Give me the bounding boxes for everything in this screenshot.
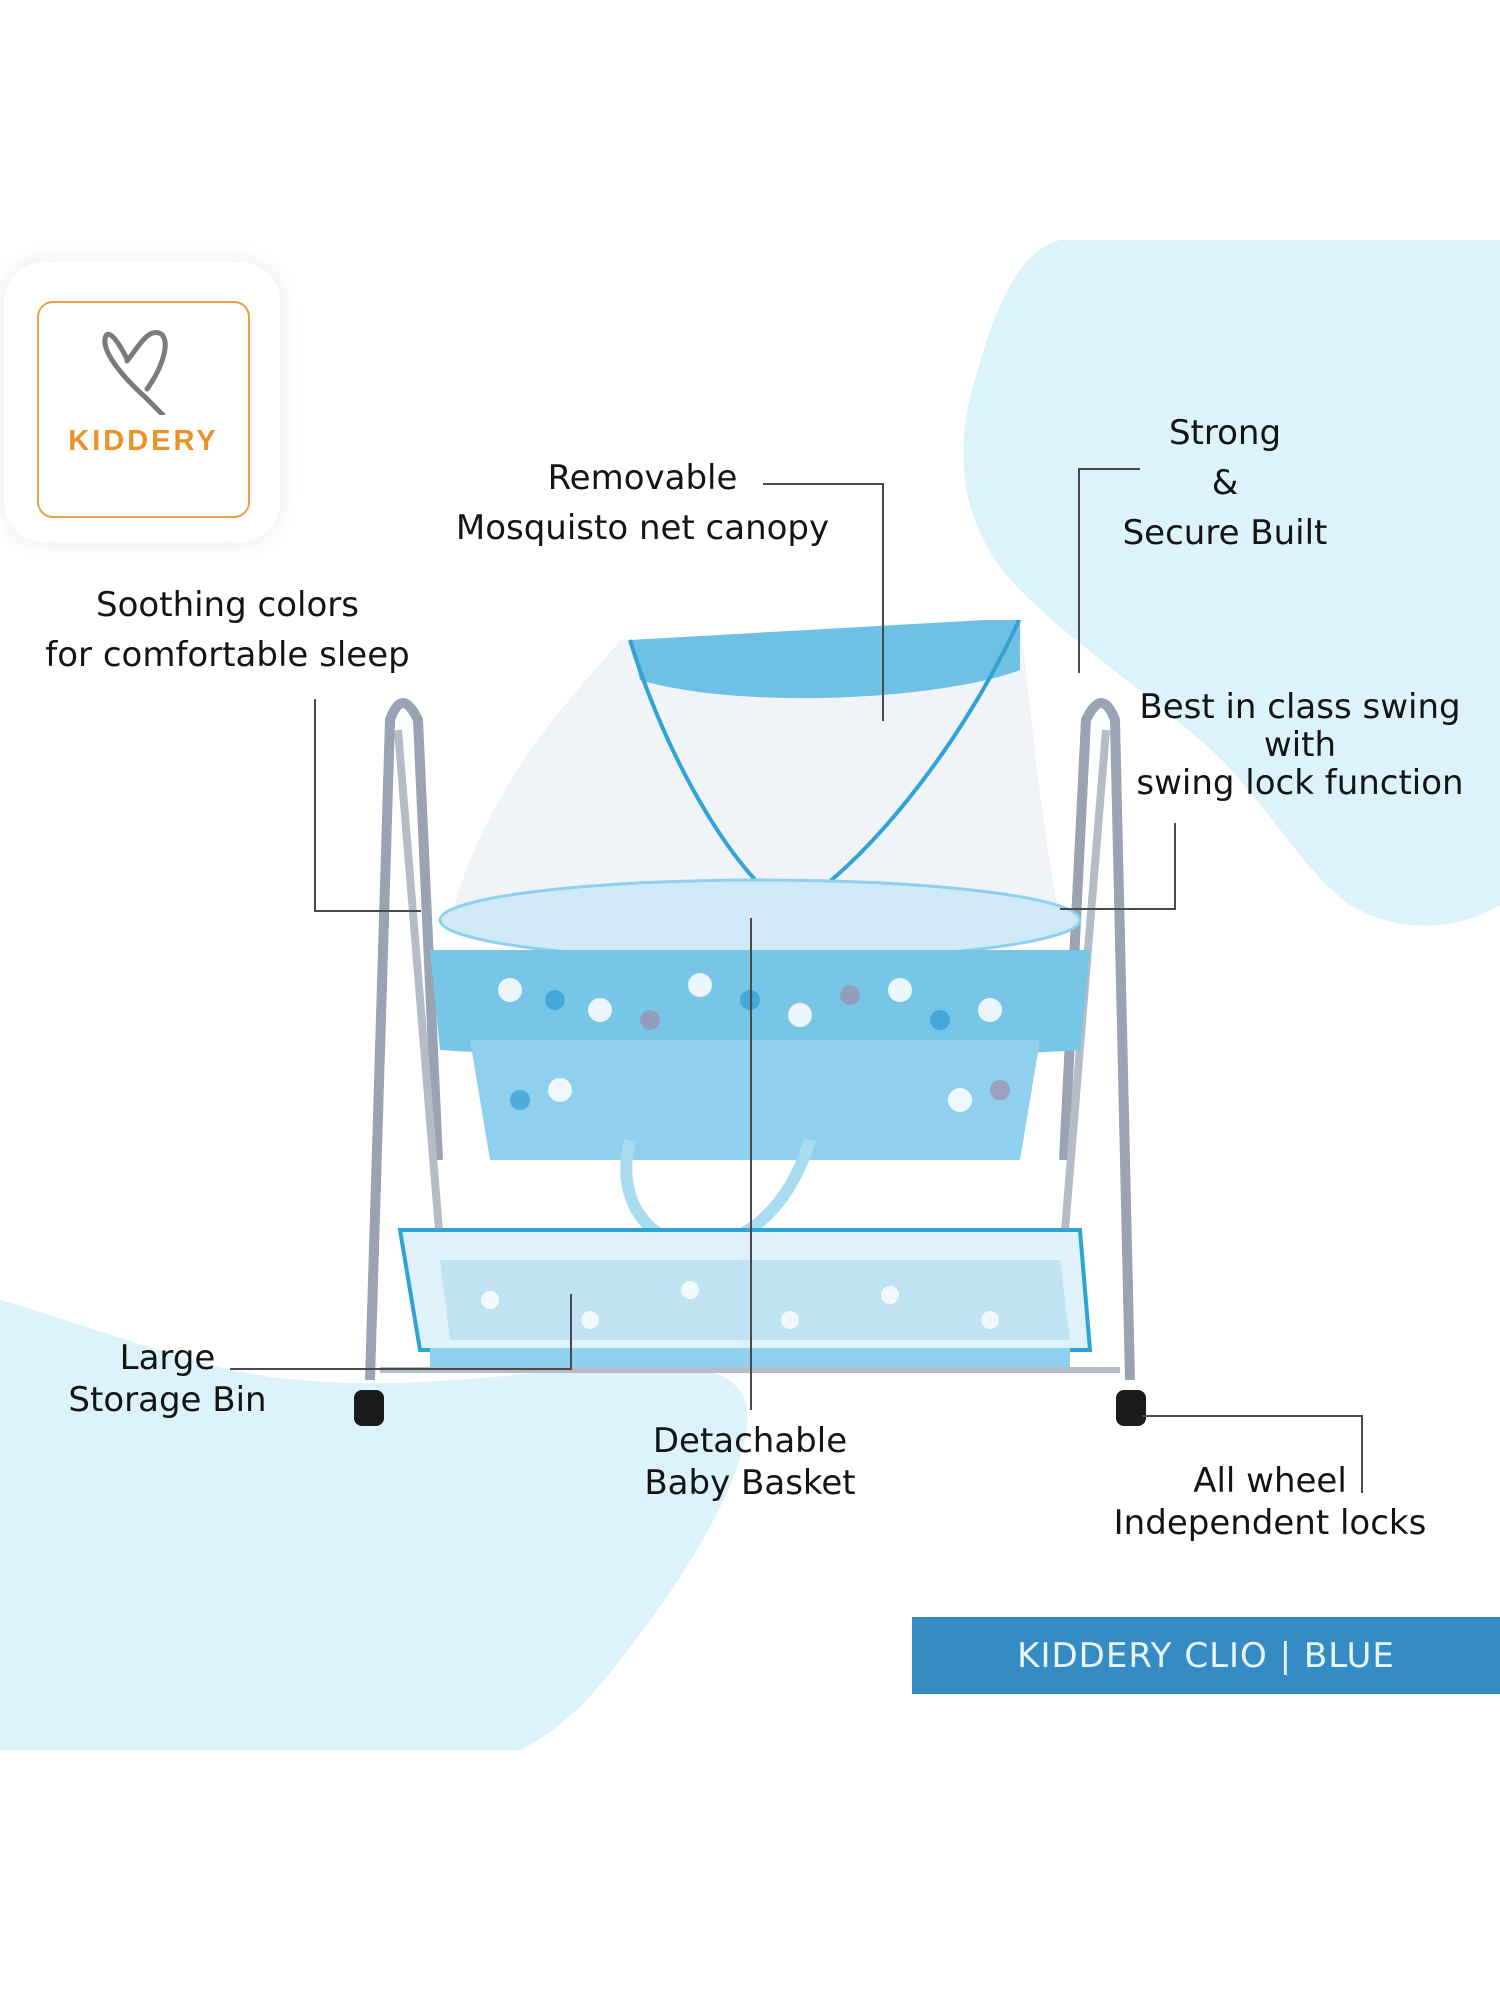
leader-strong-v [1078,468,1080,673]
cradle-image [354,620,1146,1426]
brand-name: KIDDERY [68,425,219,457]
feature-swing-line1: Best in class swing [1139,687,1461,727]
feature-strong: Strong & Secure Built [1100,408,1350,558]
feature-canopy-line1: Removable [547,458,738,498]
leader-colors-h [314,910,421,912]
leader-wheels-v [1361,1415,1363,1493]
feature-strong-line1: Strong [1168,413,1282,453]
feature-storage: Large Storage Bin [50,1337,285,1421]
feature-strong-line2: & [1211,463,1239,503]
leader-strong-h [1078,468,1140,470]
feature-colors-line1: Soothing colors [96,585,359,625]
brand-logo: KIDDERY [37,301,250,518]
feature-canopy-line2: Mosquisto net canopy [455,508,830,548]
feature-basket-line2: Baby Basket [644,1463,856,1503]
leader-basket-v [750,918,752,1410]
feature-wheels-line1: All wheel [1193,1461,1347,1501]
feature-swing-line3: swing lock function [1136,763,1464,803]
feature-storage-line1: Large [119,1338,216,1378]
leader-storage-h [230,1368,572,1370]
feature-basket: Detachable Baby Basket [630,1420,870,1504]
feature-strong-line3: Secure Built [1122,513,1328,553]
feature-swing: Best in class swing with swing lock func… [1115,688,1485,802]
leader-canopy-v [882,483,884,721]
feature-colors-line2: for comfortable sleep [45,635,410,675]
leader-canopy-h [763,483,883,485]
feature-wheels: All wheel Independent locks [1100,1460,1440,1544]
feature-canopy: Removable Mosquisto net canopy [440,458,845,548]
product-name-banner: KIDDERY CLIO | BLUE [912,1617,1500,1694]
feature-wheels-line2: Independent locks [1113,1503,1427,1543]
bottom-left-blob [0,1300,748,1750]
feature-swing-line2: with [1263,725,1337,765]
top-right-blob [963,240,1500,926]
leader-wheels-h [1142,1415,1362,1417]
leader-storage-v [570,1294,572,1370]
wheel [1116,1390,1146,1426]
leader-swing-v [1174,823,1176,910]
feature-basket-line1: Detachable [652,1421,848,1461]
heart-icon [102,330,168,415]
leader-colors-v [314,699,316,911]
wheel [354,1390,384,1426]
feature-colors: Soothing colors for comfortable sleep [25,580,430,680]
feature-storage-line2: Storage Bin [68,1380,267,1420]
leader-swing-h [1060,908,1176,910]
